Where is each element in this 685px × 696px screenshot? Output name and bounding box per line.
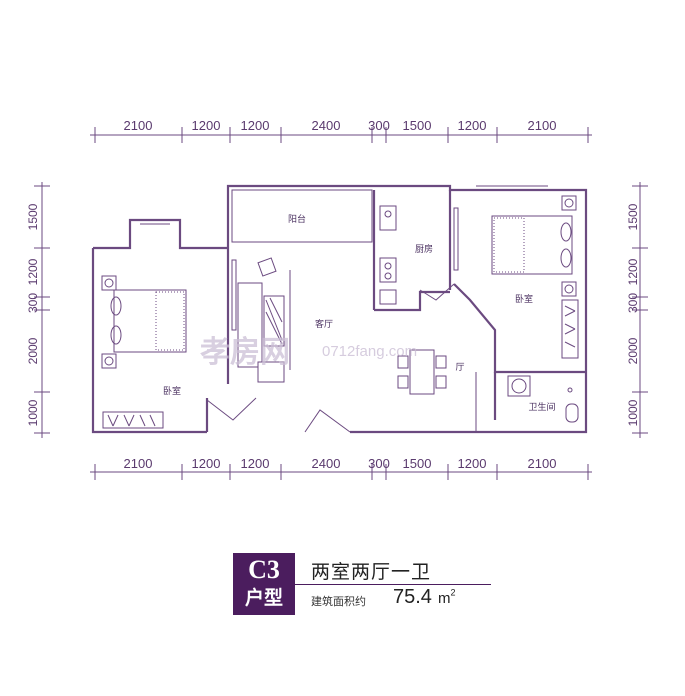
dim-right-2: 1200 [626, 258, 640, 285]
bed-left [101, 275, 187, 369]
dim-bottom-7: 1200 [458, 456, 487, 471]
windows [102, 207, 579, 429]
label-kitchen: 厨房 [415, 243, 433, 255]
left-dimension-line: 1500 1200 300 2000 1000 [26, 182, 50, 438]
dim-top-2: 1200 [192, 118, 221, 133]
walls [91, 184, 588, 434]
label-balcony: 阳台 [288, 213, 306, 225]
kitchen-fixtures [379, 205, 397, 305]
unit-type-legend: C3 户型 两室两厅一卫 建筑面积约 75.4 m2 [233, 553, 491, 615]
right-dimension-line: 1500 1200 300 2000 1000 [626, 182, 648, 438]
dim-top-7: 1200 [458, 118, 487, 133]
unit-code-badge: C3 户型 [233, 553, 295, 615]
dim-bottom-5: 300 [368, 456, 390, 471]
label-bedroom-right: 卧室 [515, 293, 533, 305]
sofa-set [237, 257, 291, 383]
area-unit: m [437, 590, 451, 607]
layout-description: 两室两厅一卫 [311, 561, 432, 583]
label-bathroom: 卫生间 [528, 401, 555, 413]
dim-top-6: 1500 [403, 118, 432, 133]
dim-top-3: 1200 [241, 118, 270, 133]
bottom-dimension-line: 2100 1200 1200 2400 300 1500 1200 2100 [90, 456, 592, 480]
dim-left-5: 1000 [26, 399, 40, 426]
dim-right-4: 2000 [626, 337, 640, 364]
dim-left-3: 300 [26, 293, 40, 313]
unit-code: C3 [248, 555, 280, 584]
area-value-group: 75.4 m2 [393, 586, 455, 609]
label-dining: 厅 [455, 362, 464, 373]
dim-left-4: 2000 [26, 337, 40, 364]
dining-table [397, 349, 447, 395]
dim-right-3: 300 [626, 293, 640, 313]
top-dimension-line: 2100 1200 1200 2400 300 1500 1200 2100 [90, 118, 592, 143]
dim-bottom-6: 1500 [403, 456, 432, 471]
dim-bottom-8: 2100 [528, 456, 557, 471]
dim-top-5: 300 [368, 118, 390, 133]
area-value: 75.4 [393, 586, 432, 608]
watermark-brand: 孝房网 [200, 335, 290, 370]
dim-left-2: 1200 [26, 258, 40, 285]
label-living-room: 客厅 [315, 318, 333, 330]
dim-right-1: 1500 [626, 203, 640, 230]
area-unit-power: 2 [450, 587, 456, 598]
dim-bottom-3: 1200 [241, 456, 270, 471]
dim-top-4: 2400 [312, 118, 341, 133]
watermark: 孝房网 0712fang.com [200, 335, 417, 370]
dim-bottom-1: 2100 [124, 456, 153, 471]
dim-top-8: 2100 [528, 118, 557, 133]
dim-left-1: 1500 [26, 203, 40, 230]
bed-right [491, 195, 577, 297]
dim-bottom-4: 2400 [312, 456, 341, 471]
dim-bottom-2: 1200 [192, 456, 221, 471]
watermark-url: 0712fang.com [322, 343, 417, 360]
label-bedroom-left: 卧室 [163, 385, 181, 397]
bathroom-fixtures [507, 375, 579, 423]
unit-kind: 户型 [244, 587, 283, 609]
dim-top-1: 2100 [124, 118, 153, 133]
dim-right-5: 1000 [626, 399, 640, 426]
area-label: 建筑面积约 [311, 595, 366, 608]
legend-divider [295, 584, 491, 585]
